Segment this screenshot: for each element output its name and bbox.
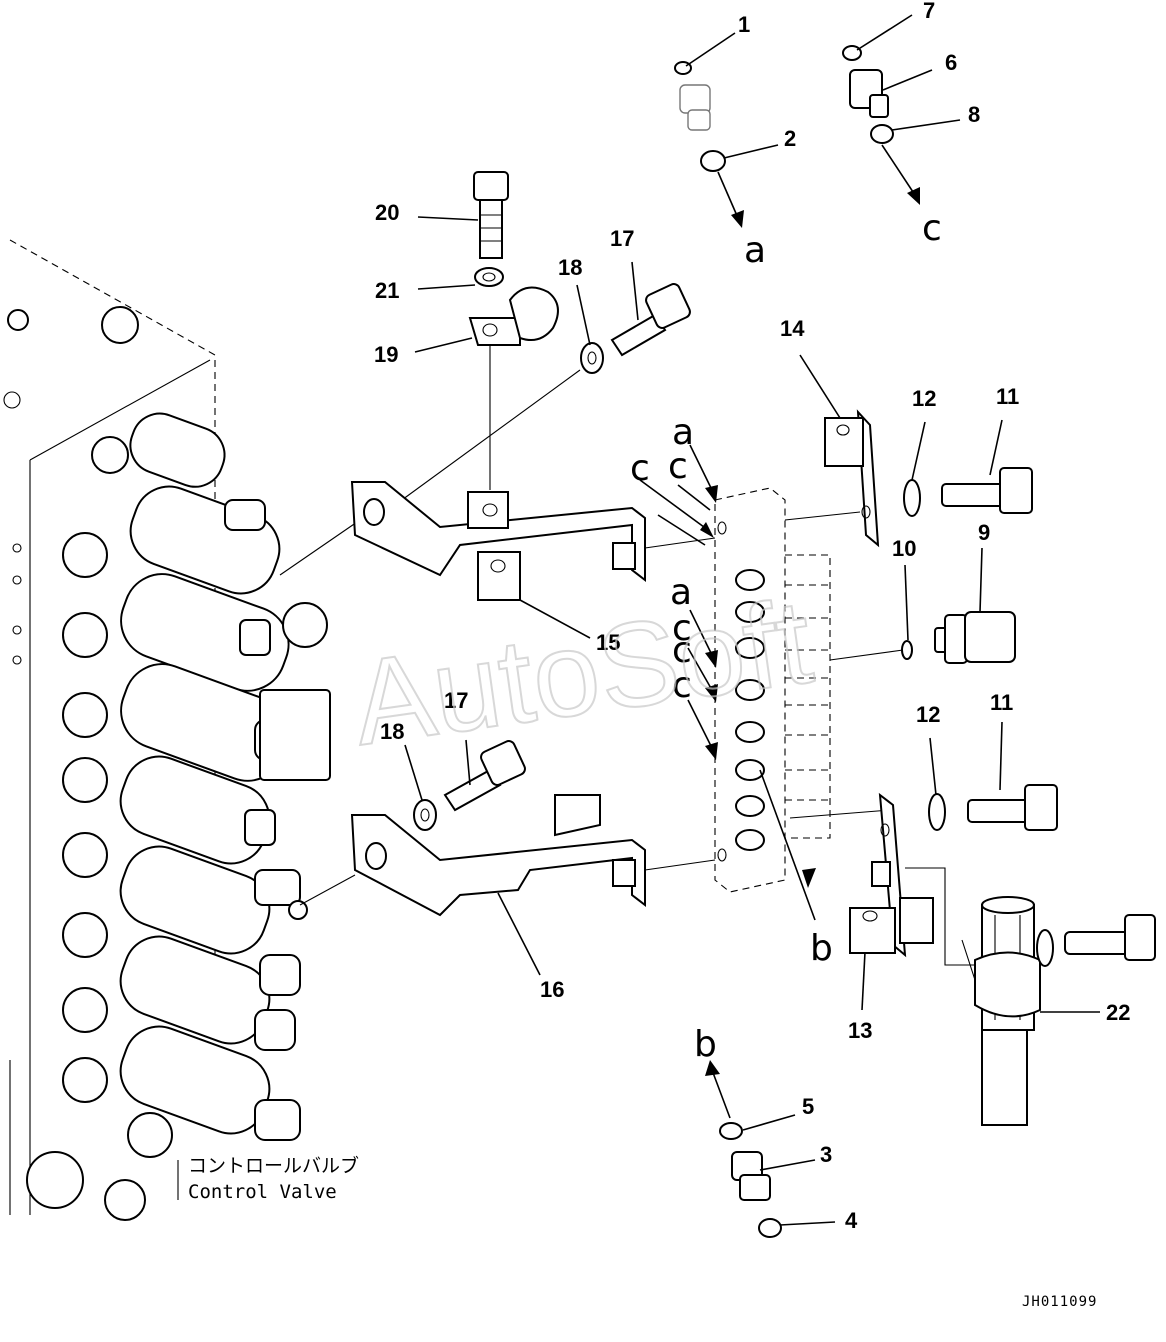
bracket-lower (350, 794, 646, 917)
letter-a-manifold-top: a (672, 412, 694, 453)
washer-18-upper (580, 342, 604, 374)
o-ring-2 (700, 150, 726, 172)
bolt-20 (473, 171, 509, 259)
label-16: 16 (540, 977, 564, 1002)
manifold-block (644, 487, 904, 893)
label-11-lower: 11 (990, 690, 1013, 715)
letter-a-top: a (744, 230, 766, 271)
o-ring-8 (870, 124, 894, 144)
letter-c-3: c (672, 608, 692, 649)
label-10: 10 (892, 536, 916, 561)
letter-c-5: c (672, 630, 692, 671)
label-19: 19 (374, 342, 398, 367)
caption-english: Control Valve (188, 1181, 337, 1203)
label-3: 3 (820, 1142, 832, 1167)
label-20: 20 (375, 200, 399, 225)
o-ring-4 (758, 1218, 782, 1238)
label-17-upper: 17 (610, 226, 634, 251)
letter-a-manifold-mid: a (670, 572, 692, 613)
part-number-labels: 1 2 3 4 5 6 7 8 9 10 11 11 12 12 13 14 1… (374, 0, 1130, 1233)
label-2: 2 (784, 126, 796, 151)
label-15: 15 (596, 630, 620, 655)
o-ring-10 (901, 640, 913, 660)
flow-arrows (639, 144, 920, 1119)
bracket-14 (824, 409, 880, 548)
fitting-3 (731, 1151, 771, 1201)
bolt-17-upper (610, 283, 691, 357)
letter-c-top: c (922, 208, 942, 249)
label-5: 5 (802, 1094, 814, 1119)
bolt-11-upper (941, 467, 1033, 514)
control-valve-body (3, 239, 331, 1221)
label-9: 9 (978, 520, 990, 545)
leader-lines (404, 14, 1100, 1226)
washer-21 (474, 267, 504, 287)
label-21: 21 (375, 278, 399, 303)
letter-c-2: c (668, 446, 688, 487)
label-1: 1 (738, 12, 750, 37)
hose-clamp-22 (961, 896, 1156, 1126)
letter-c-1: c (630, 448, 650, 489)
fitting-top-left (679, 84, 711, 131)
label-12-lower: 12 (916, 702, 940, 727)
drawing-code: JH011099 (1022, 1294, 1097, 1310)
bracket-upper (350, 481, 646, 601)
bolt-17-lower (443, 740, 526, 812)
caption-japanese: コントロールバルブ (188, 1154, 359, 1177)
fitting-6 (849, 69, 889, 118)
label-22: 22 (1106, 1000, 1130, 1025)
label-18-upper: 18 (558, 255, 582, 280)
letter-b-manifold: b (810, 928, 833, 969)
o-ring-5 (719, 1122, 743, 1140)
letter-b-bottom: b (694, 1024, 717, 1065)
bolt-11-lower (967, 784, 1058, 831)
sensor-9 (934, 611, 1016, 664)
label-4: 4 (845, 1208, 858, 1233)
label-11-upper: 11 (996, 384, 1019, 409)
label-7: 7 (923, 0, 935, 23)
label-18-lower: 18 (380, 719, 404, 744)
clamp-19 (468, 286, 559, 490)
washer-18-lower (413, 799, 437, 831)
label-14: 14 (780, 316, 805, 341)
o-ring-7 (842, 45, 862, 61)
washer-12-upper (903, 479, 921, 517)
washer-12-lower (928, 793, 946, 831)
bracket-13 (849, 792, 975, 966)
label-8: 8 (968, 102, 980, 127)
label-6: 6 (945, 50, 957, 75)
label-13: 13 (848, 1018, 872, 1043)
label-17-lower: 17 (444, 688, 468, 713)
letter-c-4: c (672, 665, 692, 706)
connection-letters: a a a c c c c c c b b (630, 208, 942, 1065)
label-12-upper: 12 (912, 386, 936, 411)
